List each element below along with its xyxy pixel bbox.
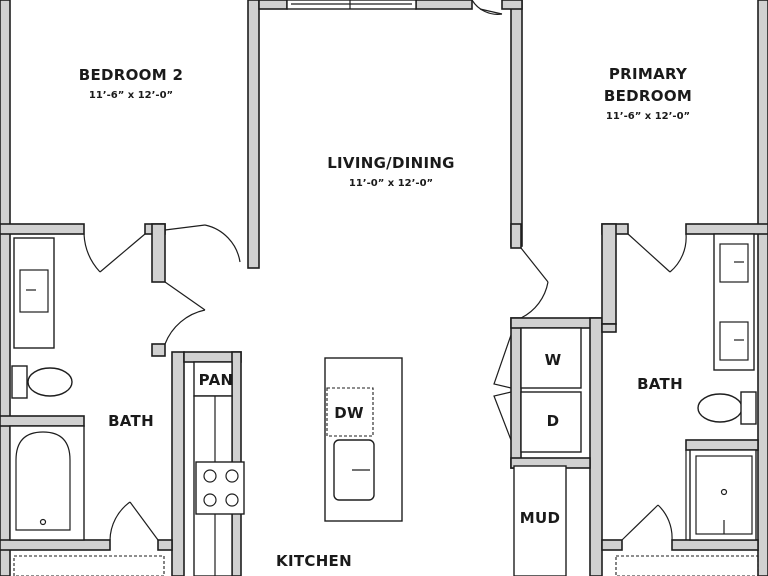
wall-top-mid-segment bbox=[415, 0, 473, 10]
cooktop bbox=[195, 461, 245, 515]
wall-bath-right-left-low bbox=[601, 323, 617, 333]
primary-name-line1: PRIMARY bbox=[609, 65, 688, 83]
washer bbox=[520, 327, 582, 389]
linen-closet-right bbox=[615, 555, 759, 576]
bath-right-fixtures bbox=[615, 233, 759, 576]
door-bedroom2-closet[interactable] bbox=[164, 224, 241, 263]
sink-left bbox=[19, 269, 49, 313]
sink-right-upper bbox=[719, 243, 749, 283]
bathtub-left bbox=[9, 425, 85, 541]
vanity-left bbox=[13, 237, 55, 349]
living-dims: 11’-0” x 12’-0” bbox=[349, 178, 433, 189]
linen-closet-left bbox=[13, 555, 165, 576]
top-window bbox=[286, 0, 417, 10]
wall-primary-bottom-c bbox=[685, 223, 768, 235]
toilet-right bbox=[697, 391, 757, 425]
door-primary-closet[interactable] bbox=[627, 233, 687, 273]
labels: BEDROOM 2 11’-6” x 12’-0” LIVING/DINING … bbox=[79, 65, 692, 570]
mud-label: MUD bbox=[520, 509, 560, 527]
washer-label: W bbox=[545, 351, 562, 369]
pantry-label: PAN bbox=[199, 371, 234, 389]
pantry bbox=[193, 361, 233, 397]
bedroom2-dims: 11’-6” x 12’-0” bbox=[89, 90, 173, 101]
laundry-fixtures bbox=[513, 327, 582, 576]
door-primary-bedroom[interactable] bbox=[520, 247, 549, 319]
wall-bath-left-partition bbox=[151, 223, 166, 283]
sink-right-lower bbox=[719, 321, 749, 361]
primary-dims: 11’-6” x 12’-0” bbox=[606, 111, 690, 122]
bedroom2-name: BEDROOM 2 bbox=[79, 66, 183, 84]
wall-primary-bottom-a bbox=[510, 223, 522, 249]
mud-bench bbox=[513, 465, 567, 576]
living-name: LIVING/DINING bbox=[327, 154, 455, 172]
dishwasher bbox=[326, 387, 374, 437]
doors bbox=[83, 0, 687, 541]
kitchen-name: KITCHEN bbox=[276, 552, 352, 570]
toilet-left bbox=[11, 365, 73, 399]
wall-top-right-segment bbox=[501, 0, 523, 10]
wall-bedroom2-bottom-a bbox=[0, 223, 85, 235]
wall-laundry-top bbox=[510, 317, 603, 329]
wall-bedroom2-living bbox=[247, 0, 260, 269]
wall-bath-left-partition-low bbox=[151, 343, 166, 357]
wall-left-exterior bbox=[0, 0, 11, 576]
wall-bath-right-left bbox=[601, 223, 617, 325]
bath-left-fixtures bbox=[9, 237, 165, 576]
wall-bath-left-bottom-a bbox=[0, 539, 111, 551]
dishwasher-label: DW bbox=[334, 404, 364, 422]
door-laundry-bifold[interactable] bbox=[493, 334, 512, 441]
door-bedroom2[interactable] bbox=[83, 233, 146, 273]
kitchen-fixtures bbox=[193, 357, 403, 576]
door-bath-left[interactable] bbox=[164, 281, 206, 345]
wall-bath-left-tub-top bbox=[0, 415, 85, 427]
wall-laundry-left bbox=[510, 317, 522, 469]
wall-top-left-segment bbox=[258, 0, 288, 10]
kitchen-island bbox=[324, 357, 403, 522]
dryer bbox=[520, 391, 582, 453]
dryer-label: D bbox=[547, 412, 560, 430]
wall-bath-right-shower-top bbox=[685, 439, 759, 451]
wall-primary-living bbox=[510, 0, 523, 247]
wall-bath-left-right bbox=[171, 351, 185, 576]
wall-right-exterior bbox=[757, 0, 768, 576]
bath-right-name: BATH bbox=[637, 375, 683, 393]
vanity-right bbox=[713, 233, 755, 371]
wall-laundry-right bbox=[589, 317, 603, 576]
door-top-right[interactable] bbox=[471, 0, 503, 15]
door-bath-left-closet[interactable] bbox=[109, 501, 159, 541]
wall-bath-left-bottom-b bbox=[157, 539, 173, 551]
bath-left-name: BATH bbox=[108, 412, 154, 430]
door-bath-right-closet[interactable] bbox=[621, 504, 673, 541]
primary-name-line2: BEDROOM bbox=[604, 87, 692, 105]
island-sink bbox=[333, 439, 375, 501]
wall-bath-right-bottom-a bbox=[601, 539, 623, 551]
shower-right bbox=[685, 449, 757, 541]
wall-bath-right-bottom-b bbox=[671, 539, 759, 551]
